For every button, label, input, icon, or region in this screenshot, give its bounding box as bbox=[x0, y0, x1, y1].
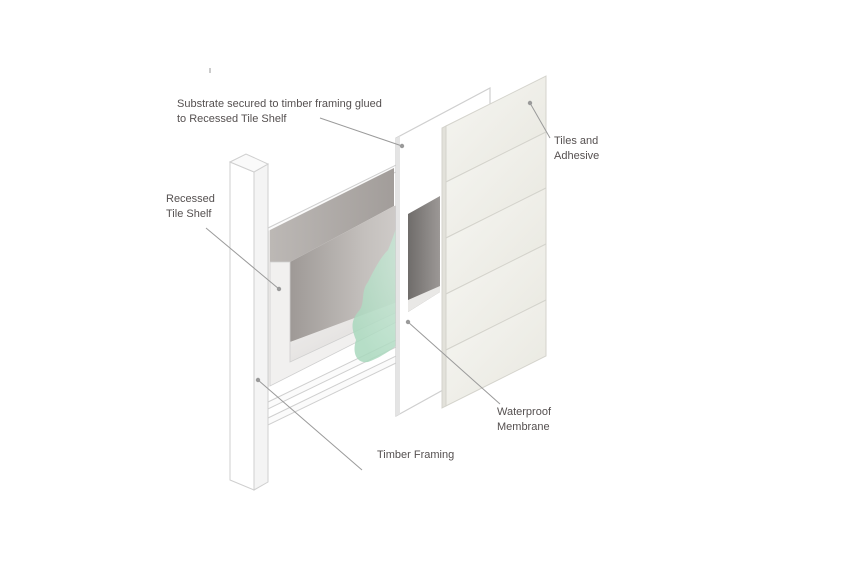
label-framing-line1: Timber Framing bbox=[377, 449, 455, 461]
leader-dots bbox=[255, 100, 533, 383]
leader-shelf bbox=[205, 227, 280, 290]
dot-substrate bbox=[399, 143, 405, 149]
label-membrane: Waterproof Membrane bbox=[497, 405, 551, 435]
tiles-edge bbox=[441, 125, 447, 409]
label-shelf: Recessed Tile Shelf bbox=[166, 192, 215, 222]
leader-membrane bbox=[407, 321, 501, 405]
stud-top bbox=[228, 153, 270, 173]
leader-substrate bbox=[319, 117, 403, 147]
substrate-edge bbox=[396, 136, 400, 416]
leader-framing bbox=[257, 379, 363, 471]
dot-shelf bbox=[276, 286, 282, 292]
substrate-opening-floor bbox=[408, 286, 440, 312]
label-shelf-line2: Tile Shelf bbox=[166, 208, 212, 220]
dot-framing bbox=[255, 377, 261, 383]
label-tiles-line1: Tiles and bbox=[554, 135, 599, 147]
leader-tiles bbox=[529, 102, 551, 139]
leader-lines bbox=[205, 102, 551, 471]
dot-tiles bbox=[527, 100, 533, 106]
label-substrate: Substrate secured to timber framing glue… bbox=[177, 97, 382, 127]
shelf-top-face bbox=[270, 168, 394, 262]
label-tiles: Tiles and Adhesive bbox=[554, 134, 599, 164]
label-substrate-line2: to Recessed Tile Shelf bbox=[177, 113, 287, 125]
timber-stud bbox=[228, 153, 270, 491]
label-framing: Timber Framing bbox=[377, 448, 454, 463]
label-tiles-line2: Adhesive bbox=[554, 150, 600, 162]
substrate-opening bbox=[408, 196, 440, 312]
stud-side bbox=[253, 163, 269, 491]
dot-membrane bbox=[405, 319, 411, 325]
stud-front bbox=[229, 161, 255, 491]
label-shelf-line1: Recessed bbox=[166, 193, 215, 205]
label-membrane-line2: Membrane bbox=[497, 421, 550, 433]
label-membrane-line1: Waterproof bbox=[497, 406, 552, 418]
tiles bbox=[441, 75, 547, 409]
label-substrate-line1: Substrate secured to timber framing glue… bbox=[177, 98, 382, 110]
